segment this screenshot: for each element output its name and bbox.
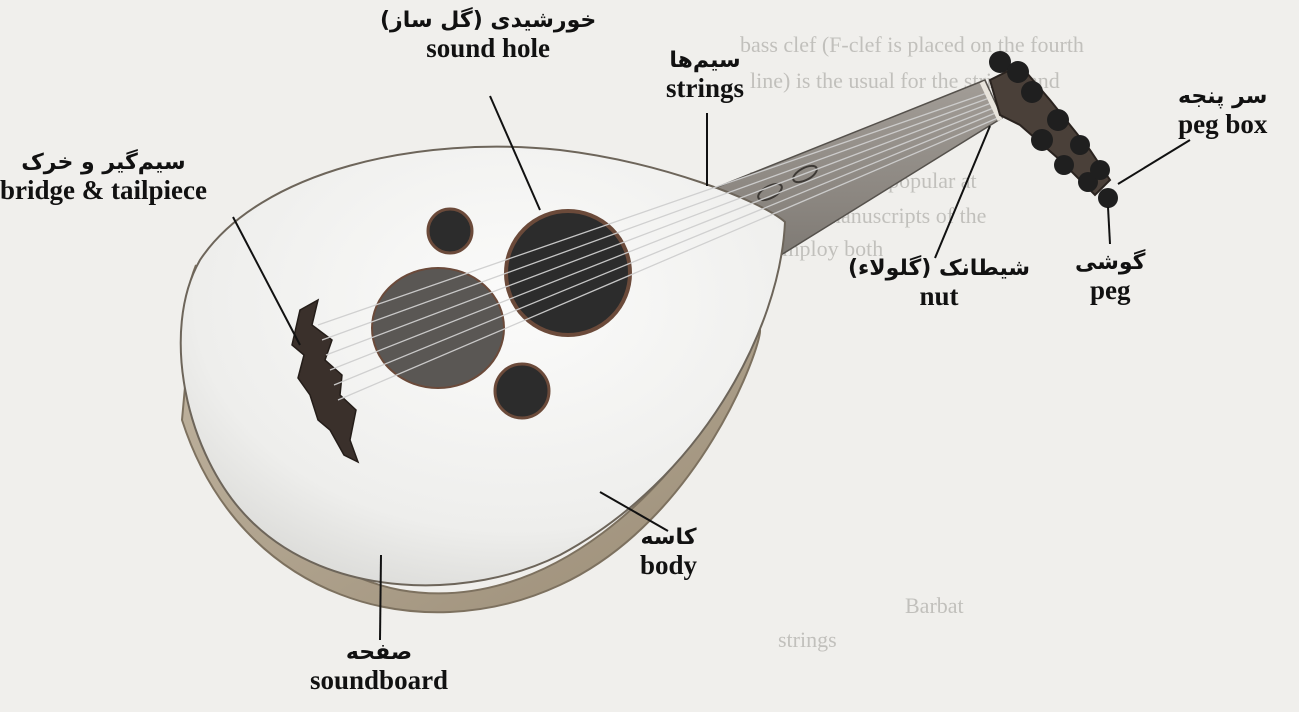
nut-label-en: nut: [848, 281, 1030, 312]
nut-label-fa: شیطانک (گلولاء): [848, 256, 1030, 281]
soundboard-label: صفحه soundboard: [310, 640, 448, 696]
peg-box-label-fa: سر پنجه: [1178, 84, 1267, 109]
body-label-fa: کاسه: [640, 525, 697, 550]
bridge-label-fa: سیم‌گیر و خرک: [0, 150, 207, 175]
bridge-label-en: bridge & tailpiece: [0, 175, 207, 206]
sound-hole-main: [506, 211, 630, 335]
sound-hole-label-fa: خورشیدی (گل ساز): [380, 8, 596, 33]
peg-label: گوشی peg: [1075, 250, 1145, 306]
peg-box-label-en: peg box: [1178, 109, 1267, 140]
sound-hole-lower: [495, 364, 549, 418]
bridge-tailpiece-label: سیم‌گیر و خرک bridge & tailpiece: [0, 150, 207, 206]
body-label-en: body: [640, 550, 697, 581]
soundboard-label-fa: صفحه: [310, 640, 448, 665]
soundboard-label-en: soundboard: [310, 665, 448, 696]
peg-box-label: سر پنجه peg box: [1178, 84, 1267, 140]
sound-hole-label-en: sound hole: [380, 33, 596, 64]
sound-hole-small: [428, 209, 472, 253]
peg-label-fa: گوشی: [1075, 250, 1145, 275]
sound-hole-label: خورشیدی (گل ساز) sound hole: [380, 8, 596, 64]
body-label: کاسه body: [640, 525, 697, 581]
nut-label: شیطانک (گلولاء) nut: [848, 256, 1030, 312]
peg-label-en: peg: [1075, 275, 1145, 306]
strings-label-en: strings: [666, 73, 744, 104]
strings-label-fa: سیم‌ها: [666, 48, 744, 73]
strings-label: سیم‌ها strings: [666, 48, 744, 104]
